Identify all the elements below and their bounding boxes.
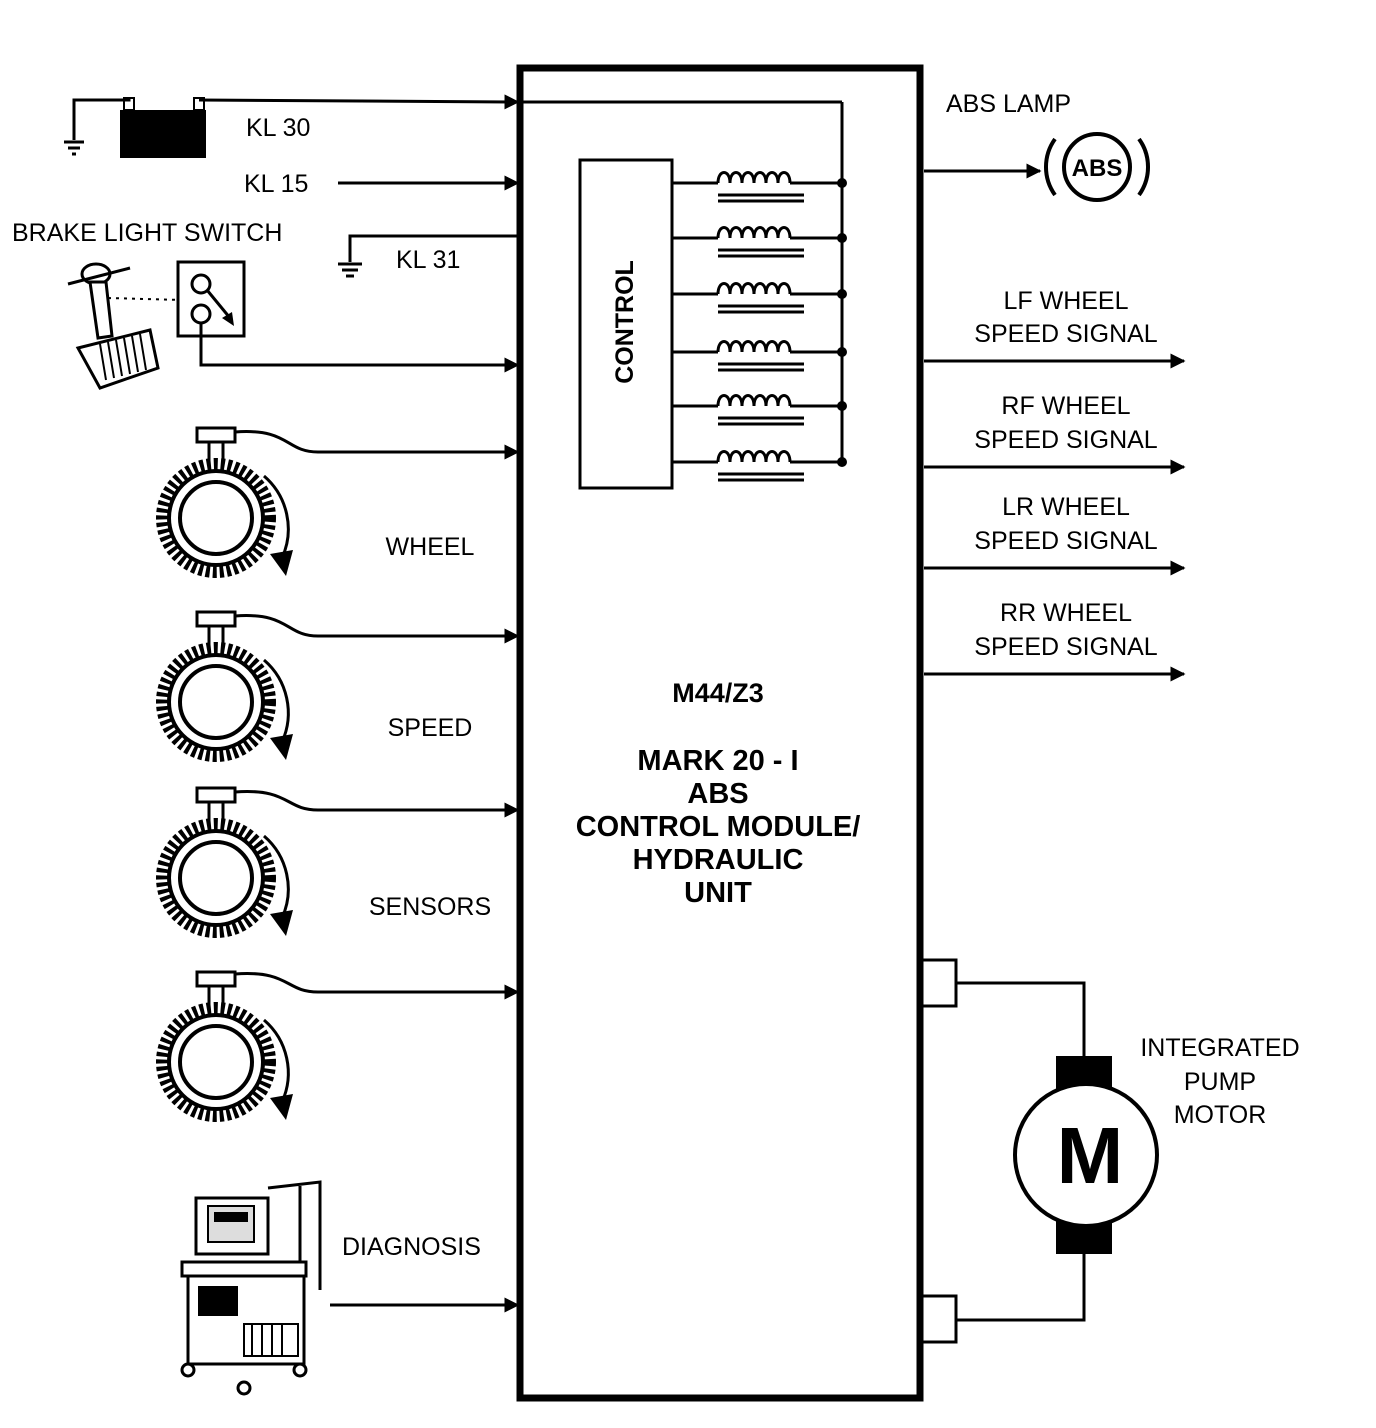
wheel-speed-sensor-3 [162,788,293,936]
pump-label-line-3: MOTOR [1174,1101,1267,1129]
sensor-3-wire [234,790,520,818]
sensor-1-wire [234,430,520,460]
motor-wire-bottom [956,1252,1086,1322]
abs-lamp-label: ABS LAMP [946,90,1071,118]
motor-connector-top [920,958,958,1008]
rr-signal-line-1: RR WHEEL [1000,599,1132,627]
kl30-wire [198,94,520,110]
control-block [578,158,674,490]
kl30-label: KL 30 [246,114,310,142]
battery-icon [72,97,206,158]
brake-pedal-icon [67,262,160,390]
lr-signal-line-2: SPEED SIGNAL [974,527,1157,555]
sensor-2-wire [234,614,520,644]
lr-signal-line-1: LR WHEEL [1002,493,1130,521]
module-name-line-5: UNIT [684,877,752,909]
abs-lamp-icon: ABS [1044,132,1150,202]
module-id: M44/Z3 [672,678,764,708]
rf-signal-line-2: SPEED SIGNAL [974,426,1157,454]
brake-light-switch-label: BRAKE LIGHT SWITCH [12,219,282,247]
pump-motor-icon: M [1013,1056,1159,1254]
motor-wire-top [956,981,1086,1058]
rr-signal-line-2: SPEED SIGNAL [974,633,1157,661]
sensor-4-wire [234,972,520,1000]
sensors-label-line-3: SENSORS [369,893,491,921]
module-name-line-1: MARK 20 - I [637,745,798,777]
module-name-line-2: ABS [687,778,748,810]
sensors-label-line-2: SPEED [388,714,473,742]
diagnostic-station-icon [180,1180,322,1396]
sensors-label-line-1: WHEEL [386,533,475,561]
kl31-ground-icon [338,262,362,278]
pump-label-line-1: INTEGRATED [1140,1034,1299,1062]
ground-icon [64,140,84,156]
control-block-label: CONTROL [611,260,639,384]
kl15-label: KL 15 [244,170,308,198]
pump-motor-symbol: M [1057,1111,1124,1200]
wheel-speed-sensor-1 [162,428,293,576]
diagnosis-label: DIAGNOSIS [342,1233,481,1261]
module-name-line-4: HYDRAULIC [633,844,804,876]
lf-signal-line-2: SPEED SIGNAL [974,320,1157,348]
rf-signal-line-1: RF WHEEL [1001,392,1130,420]
lf-signal-line-1: LF WHEEL [1003,287,1128,315]
module-name-line-3: CONTROL MODULE/ [576,811,861,843]
pump-label-line-2: PUMP [1184,1068,1256,1096]
brake-switch-icon [176,260,246,338]
kl31-wire [348,234,520,262]
kl31-label: KL 31 [396,246,460,274]
abs-lamp-symbol: ABS [1072,155,1123,182]
motor-connector-bottom [920,1294,958,1344]
wheel-speed-sensor-2 [162,612,293,760]
wheel-speed-sensor-4 [162,972,293,1120]
brake-switch-wire [199,323,520,373]
pedal-link-dotted [107,297,183,301]
